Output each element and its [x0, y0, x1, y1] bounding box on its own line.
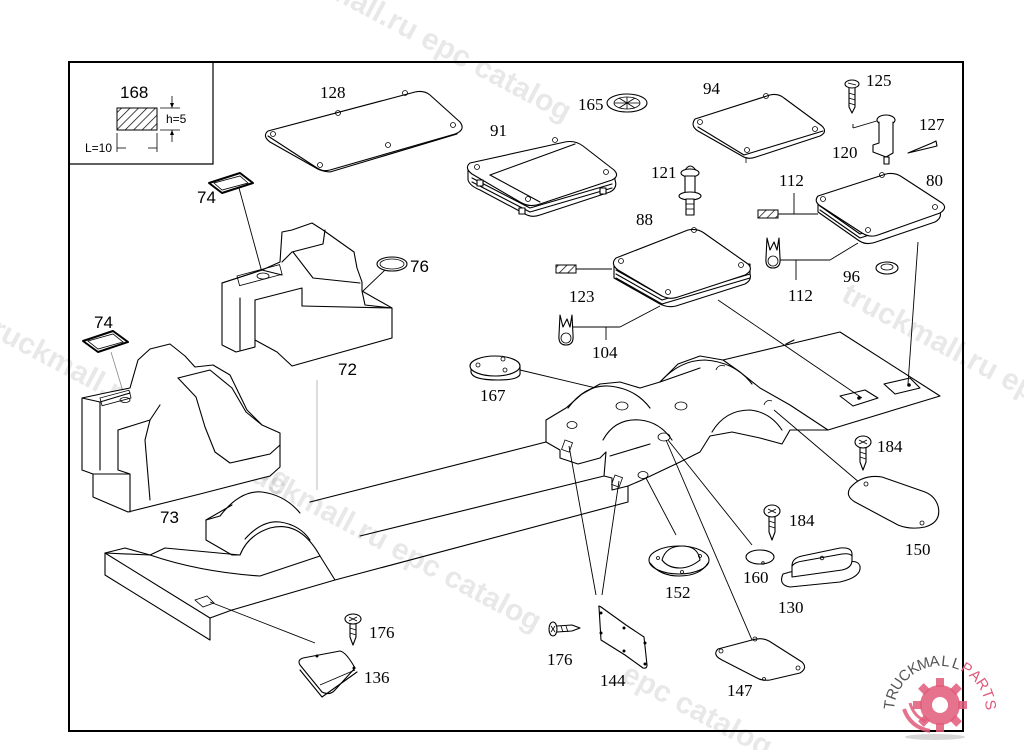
callout-128: 128	[320, 83, 346, 102]
callout-72: 72	[338, 360, 357, 379]
inset-168: 168 h=5 L=10	[69, 62, 214, 165]
logo-letter-dark: M	[915, 654, 932, 674]
callout-88: 88	[636, 210, 653, 229]
part-121-bolt[interactable]	[678, 165, 702, 216]
callout-167: 167	[480, 386, 506, 405]
callout-184-lower: 184	[789, 511, 815, 530]
callout-120: 120	[832, 143, 858, 162]
callout-73: 73	[160, 508, 179, 527]
part-176-screw[interactable]	[548, 621, 581, 637]
callout-74-lower: 74	[94, 313, 113, 332]
callout-160: 160	[743, 568, 769, 587]
callout-127: 127	[919, 115, 945, 134]
callout-144: 144	[600, 671, 626, 690]
callout-165: 165	[578, 95, 604, 114]
callout-104: 104	[592, 343, 618, 362]
logo-letter-dark: A	[929, 653, 941, 671]
callout-112-upper: 112	[779, 171, 804, 190]
part-165-grommet[interactable]	[606, 93, 648, 113]
part-147-cover-plate[interactable]	[715, 636, 806, 681]
part-136-flap[interactable]	[298, 650, 358, 698]
part-72-tunnel-console[interactable]	[221, 222, 393, 367]
part-123-grommet[interactable]	[875, 261, 899, 275]
callout-125: 125	[866, 71, 892, 90]
part-76-ring[interactable]	[362, 256, 408, 292]
part-184-screw[interactable]	[854, 435, 872, 471]
part-160-cover-plate[interactable]	[745, 549, 775, 565]
part-130-housing[interactable]	[781, 547, 861, 588]
callout-76: 76	[410, 257, 429, 276]
callout-168: 168	[120, 83, 148, 102]
height-label: h=5	[166, 112, 187, 126]
callout-176-lower: 176	[547, 650, 573, 669]
callout-136: 136	[364, 668, 390, 687]
callout-150: 150	[905, 540, 931, 559]
part-127-pin[interactable]	[907, 140, 938, 154]
part-73-tunnel-console[interactable]	[81, 343, 281, 513]
callout-147: 147	[727, 681, 753, 700]
sealing-strip-section	[116, 107, 158, 131]
callout-74-upper: 74	[197, 188, 216, 207]
floor-tunnel-assembly[interactable]	[104, 331, 941, 644]
part-96-clip[interactable]	[765, 237, 859, 280]
part-176-screw[interactable]	[344, 613, 362, 646]
callout-123: 96	[843, 267, 860, 286]
part-144-plate[interactable]	[598, 605, 648, 669]
diagram-frame	[68, 61, 964, 732]
logo-letter-dark: L	[940, 653, 950, 671]
callout-130: 130	[778, 598, 804, 617]
part-120-lock-cylinder[interactable]	[852, 114, 896, 165]
part-184-screw[interactable]	[763, 504, 781, 541]
part-104-clip[interactable]	[558, 305, 661, 346]
gear-icon	[902, 678, 967, 740]
part-150-cover-plate[interactable]	[847, 475, 940, 529]
callout-176-upper: 176	[369, 623, 395, 642]
part-91-cover-with-seal[interactable]	[466, 137, 618, 217]
logo-letter-accent: S	[981, 699, 999, 711]
part-167-plug[interactable]	[469, 355, 677, 408]
callout-96: 112	[788, 286, 813, 305]
part-80-cover-with-seal[interactable]	[815, 172, 946, 245]
callout-80: 80	[926, 171, 943, 190]
part-94-cover-plate[interactable]	[692, 93, 826, 164]
callout-184-upper: 184	[877, 437, 903, 456]
callout-152: 152	[665, 583, 691, 602]
part-112-sealing-strip[interactable]	[757, 193, 818, 219]
part-74-gasket[interactable]	[208, 172, 264, 277]
part-112-sealing-strip[interactable]	[555, 264, 612, 274]
part-128-cover-plate[interactable]	[264, 90, 463, 173]
part-152-cap[interactable]	[648, 545, 710, 577]
part-125-screw[interactable]	[844, 79, 860, 114]
callout-91: 91	[490, 121, 507, 140]
logo-letter-dark: T	[881, 699, 899, 710]
callout-112-lower: 123	[569, 287, 595, 306]
part-88-cover-with-seal[interactable]	[612, 227, 751, 308]
callout-121: 121	[651, 163, 677, 182]
callout-94: 94	[703, 79, 721, 98]
length-label: L=10	[85, 141, 112, 155]
